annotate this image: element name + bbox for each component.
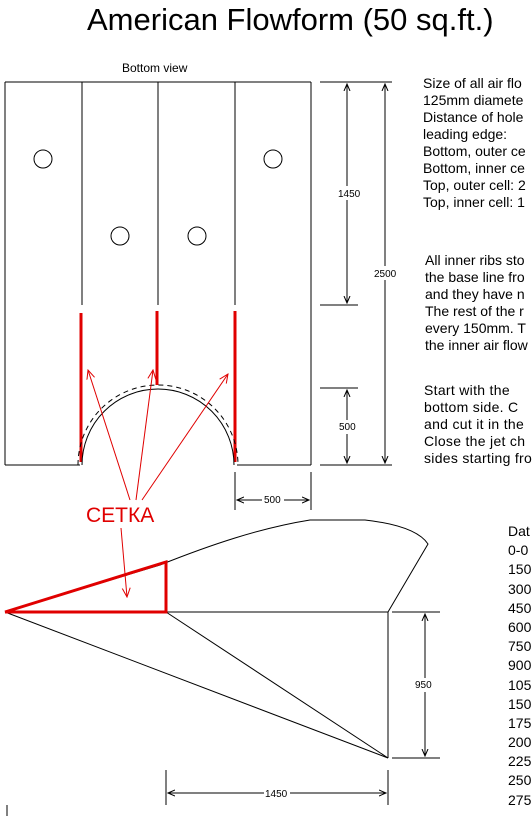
note-line: All inner ribs sto xyxy=(425,252,525,268)
data-table: Dat 0-0 150 300 450 600 750 900 105 150 … xyxy=(508,522,531,810)
dimension-1450-top: 1450 xyxy=(338,189,361,200)
data-table-row: 450 xyxy=(508,599,532,616)
dimension-2500: 2500 xyxy=(374,269,397,280)
note-line: Top, outer cell: 2 xyxy=(423,177,526,193)
mesh-ribs xyxy=(79,311,237,462)
side-profile xyxy=(4,519,440,816)
data-table-row: 225 xyxy=(508,753,532,770)
notes-start: Start with the bottom side. C and cut it… xyxy=(424,382,532,467)
page-title: American Flowform (50 sq.ft.) xyxy=(87,2,494,37)
data-table-row: 250 xyxy=(508,772,532,789)
data-table-row: 200 xyxy=(508,734,532,751)
note-line: bottom side. C xyxy=(424,399,519,415)
data-table-row: 150 xyxy=(508,561,532,578)
air-flow-holes xyxy=(33,149,283,246)
air-hole-outer-right xyxy=(263,149,283,169)
data-table-row: 0-0 xyxy=(508,542,529,559)
note-line: Distance of hole xyxy=(423,109,524,125)
air-hole-inner-left xyxy=(110,226,130,246)
note-line: Start with the xyxy=(424,382,510,398)
note-line: 125mm diamete xyxy=(423,92,524,108)
data-table-row: 175 xyxy=(508,714,532,731)
data-table-row: 900 xyxy=(508,657,532,674)
dimension-1450-bottom: 1450 xyxy=(265,789,288,800)
air-hole-outer-left xyxy=(33,149,53,169)
note-line: The rest of the r xyxy=(425,303,524,319)
bottom-view-label: Bottom view xyxy=(122,61,188,75)
notes-air-flow-size: Size of all air flo 125mm diamete Distan… xyxy=(423,75,526,211)
note-line: Top, inner cell: 1 xyxy=(423,194,525,210)
mesh-pointer-arrows xyxy=(88,370,228,597)
data-table-row: 600 xyxy=(508,618,532,635)
note-line: Bottom, inner ce xyxy=(423,160,525,176)
data-table-row: 750 xyxy=(508,638,532,655)
jet-arc xyxy=(77,384,239,466)
note-line: every 150mm. T xyxy=(425,320,526,336)
notes-inner-ribs: All inner ribs sto the base line fro and… xyxy=(425,252,528,354)
data-table-row: 300 xyxy=(508,580,532,597)
note-line: sides starting fro xyxy=(424,450,532,466)
air-hole-inner-right xyxy=(187,226,207,246)
rib-lines xyxy=(81,82,236,305)
mesh-label: СЕТКА xyxy=(86,504,154,527)
data-table-row: Dat xyxy=(508,523,530,539)
data-table-row: 150 xyxy=(508,695,532,712)
data-table-row: 275 xyxy=(508,791,532,808)
note-line: Size of all air flo xyxy=(423,75,522,91)
note-line: the inner air flow xyxy=(425,337,528,353)
note-line: leading edge: xyxy=(423,126,508,142)
mesh-triangle xyxy=(4,559,168,614)
dimension-500-horizontal: 500 xyxy=(264,495,281,506)
note-line: and they have n xyxy=(425,286,525,302)
dimension-500-vertical: 500 xyxy=(339,422,356,433)
data-table-row: 105 xyxy=(508,676,532,693)
note-line: the base line fro xyxy=(425,269,525,285)
dimension-950: 950 xyxy=(415,680,432,691)
note-line: Bottom, outer ce xyxy=(423,143,526,159)
note-line: Close the jet ch xyxy=(424,433,526,449)
note-line: and cut it in the xyxy=(424,416,525,432)
